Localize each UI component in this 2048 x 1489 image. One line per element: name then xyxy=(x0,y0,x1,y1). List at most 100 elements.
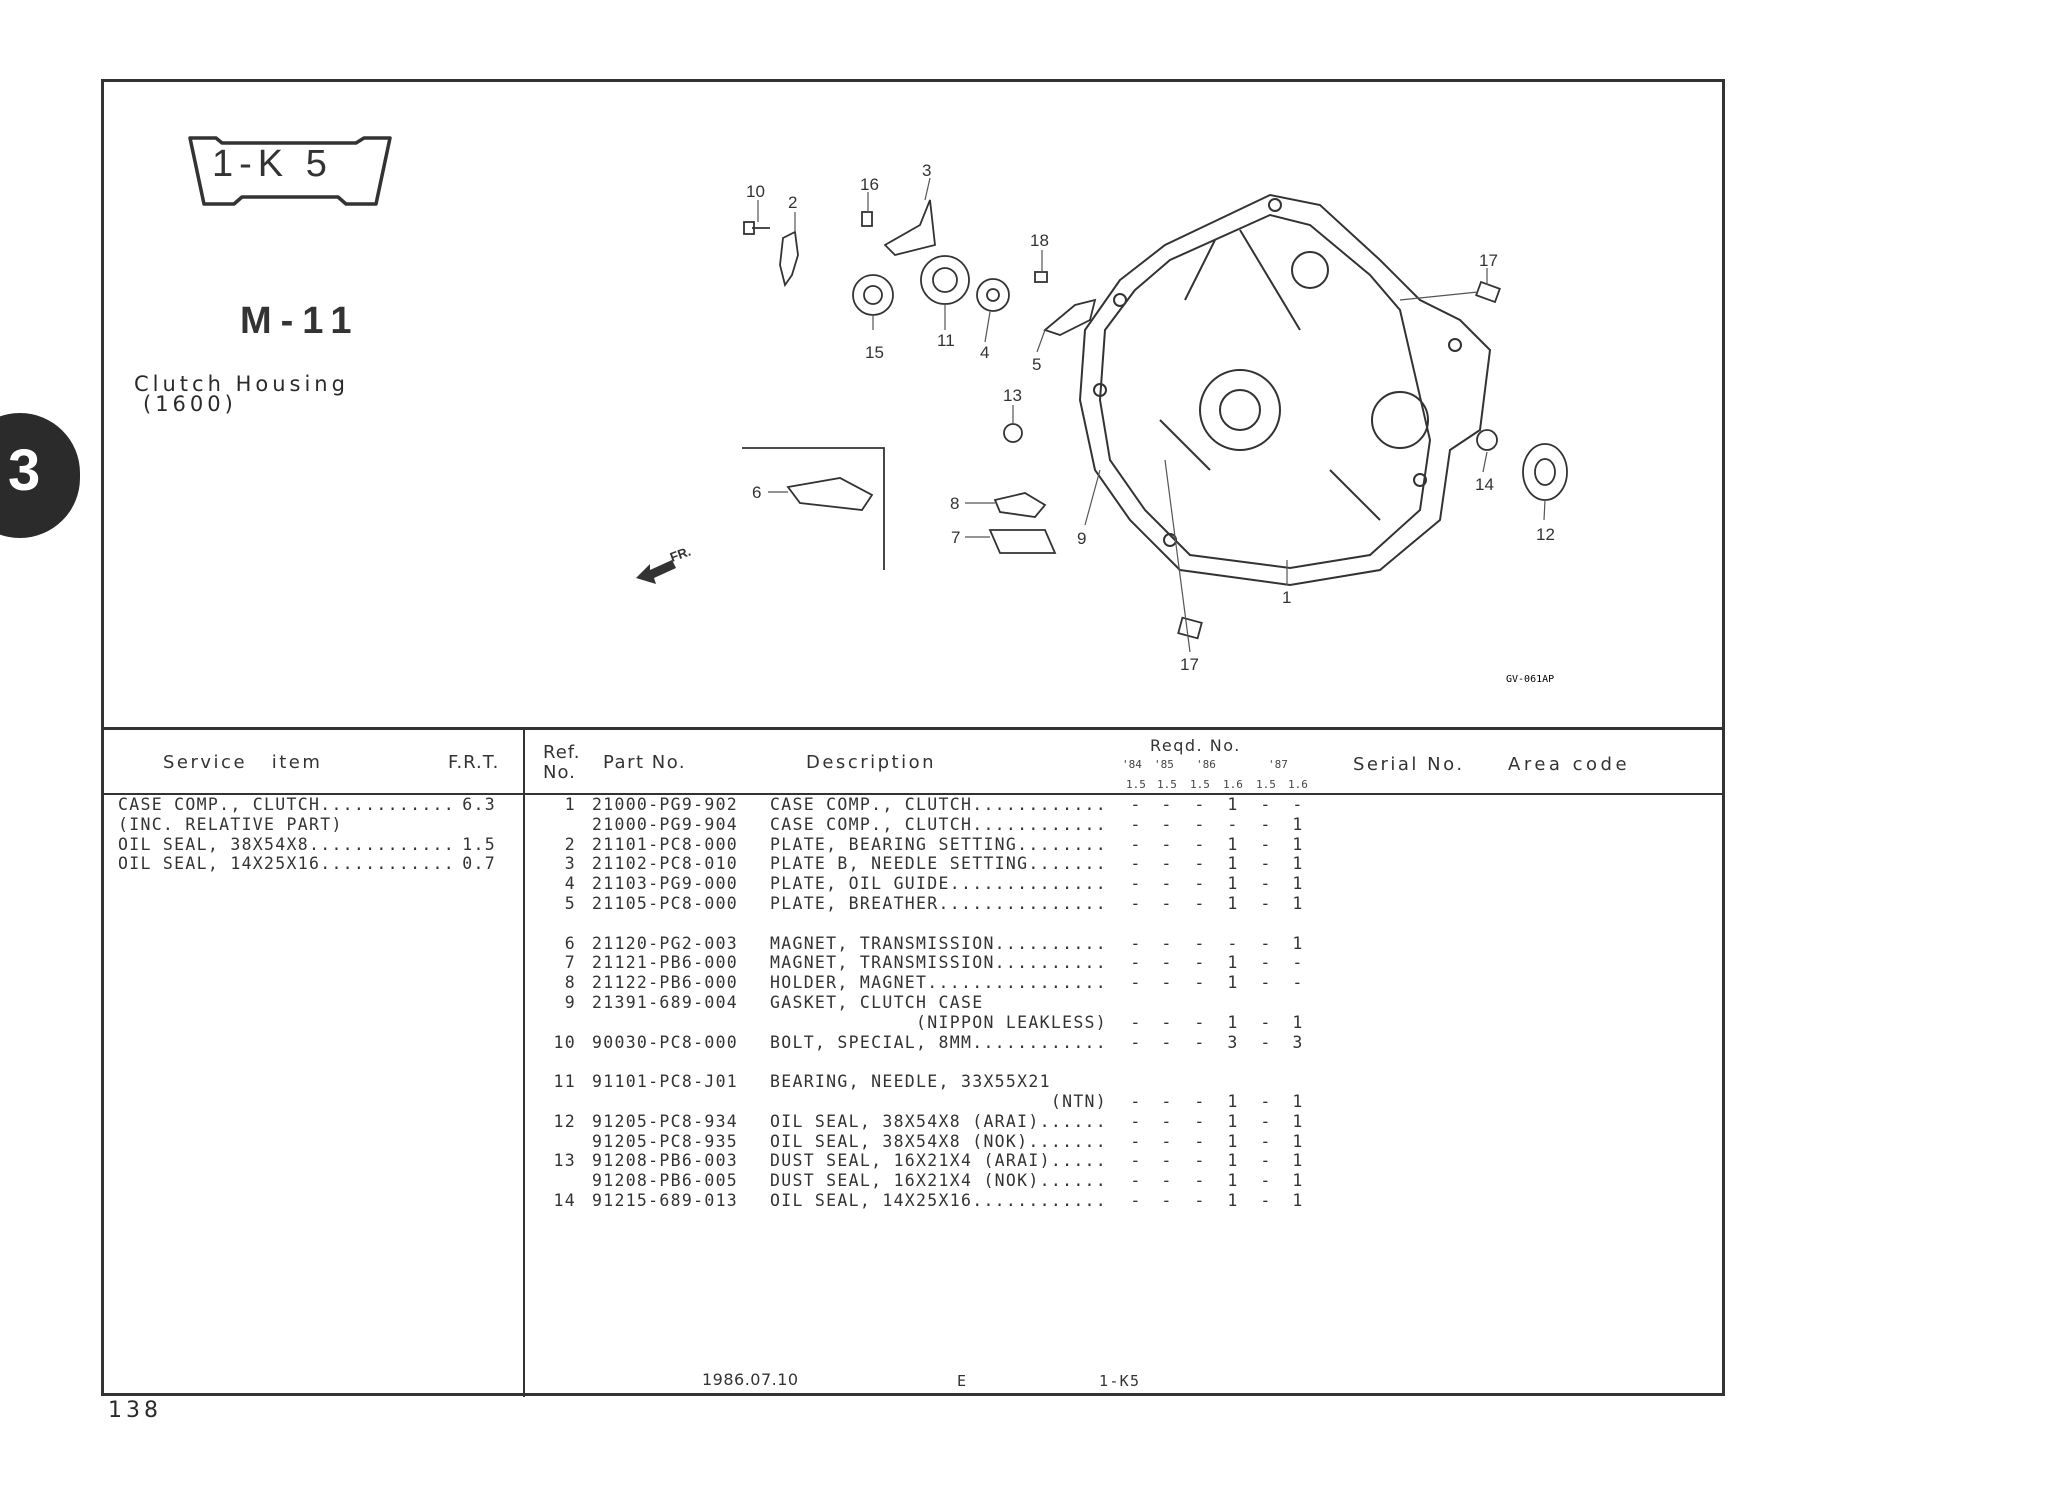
required-qty: 1 xyxy=(1227,953,1239,973)
required-qty: 1 xyxy=(1227,795,1239,814)
ref-no: 3 xyxy=(564,854,576,874)
part-description: PLATE, BEARING SETTING........ xyxy=(770,834,1108,854)
required-qty: - xyxy=(1194,933,1206,953)
part-description: CASE COMP., CLUTCH............ xyxy=(770,814,1108,834)
required-qty: - xyxy=(1194,1092,1206,1111)
required-qty: 1 xyxy=(1227,874,1239,894)
callout-1: 1 xyxy=(1282,588,1291,607)
service-row: (INC. RELATIVE PART) xyxy=(118,815,518,835)
table-row: (NTN)---1-1 xyxy=(0,1092,1720,1112)
required-qty: - xyxy=(1130,1092,1142,1111)
part-description: DUST SEAL, 16X21X4 (ARAI)..... xyxy=(770,1151,1108,1171)
divider xyxy=(101,793,1725,795)
required-qty: 1 xyxy=(1292,814,1304,834)
required-qty: - xyxy=(1194,894,1206,913)
required-qty: 1 xyxy=(1292,1012,1304,1032)
required-qty: - xyxy=(1260,814,1272,834)
ref-no: 9 xyxy=(564,993,576,1012)
required-qty: - xyxy=(1130,1191,1142,1210)
required-qty: - xyxy=(1292,973,1304,993)
part-description: BOLT, SPECIAL, 8MM............ xyxy=(770,1032,1108,1052)
required-qty: - xyxy=(1260,973,1272,993)
part-description: PLATE B, NEEDLE SETTING....... xyxy=(770,854,1108,874)
callout-5: 5 xyxy=(1032,355,1041,374)
callout-14: 14 xyxy=(1475,475,1494,494)
part-number: 21000-PG9-904 xyxy=(592,814,739,834)
frt-value: 0.7 xyxy=(462,854,496,874)
engine-size: 1.5 xyxy=(1157,778,1177,791)
callout-6: 6 xyxy=(752,483,761,502)
part-description: BEARING, NEEDLE, 33X55X21 xyxy=(770,1072,1051,1092)
required-qty: - xyxy=(1260,953,1272,973)
figure-code: M-11 xyxy=(240,300,361,342)
required-qty: - xyxy=(1130,1032,1142,1052)
page-number: 138 xyxy=(108,1398,162,1423)
front-arrow-icon: FR. xyxy=(636,544,693,584)
required-qty: 1 xyxy=(1227,854,1239,874)
callout-4: 4 xyxy=(980,343,989,362)
required-qty: 1 xyxy=(1227,973,1239,993)
front-label: FR. xyxy=(668,544,693,565)
required-qty: - xyxy=(1194,1151,1206,1171)
required-qty: - xyxy=(1260,795,1272,814)
part-description: PLATE, BREATHER............... xyxy=(770,894,1108,913)
required-qty: - xyxy=(1161,834,1173,854)
required-qty: - xyxy=(1130,854,1142,874)
required-qty: - xyxy=(1161,933,1173,953)
required-qty: - xyxy=(1161,894,1173,913)
service-item: OIL SEAL, 38X54X8............. xyxy=(118,834,456,854)
required-qty: 1 xyxy=(1292,1171,1304,1191)
engine-size: 1.6 xyxy=(1223,778,1243,791)
required-qty: - xyxy=(1161,1131,1173,1151)
part-number: 21120-PG2-003 xyxy=(592,933,739,953)
required-qty: - xyxy=(1260,834,1272,854)
required-qty: 1 xyxy=(1292,834,1304,854)
required-qty: 1 xyxy=(1292,894,1304,913)
required-qty: - xyxy=(1161,1032,1173,1052)
required-qty: - xyxy=(1194,953,1206,973)
required-qty: - xyxy=(1130,795,1142,814)
required-qty: - xyxy=(1227,814,1239,834)
part-number: 21000-PG9-902 xyxy=(592,795,739,814)
required-qty: - xyxy=(1260,933,1272,953)
part-number: 91215-689-013 xyxy=(592,1191,739,1210)
required-qty: - xyxy=(1194,1012,1206,1032)
part-number: 91208-PB6-005 xyxy=(592,1171,739,1191)
ref-no: 13 xyxy=(553,1151,576,1171)
required-qty: - xyxy=(1161,1111,1173,1131)
serial-no-header: Serial No. xyxy=(1353,754,1465,775)
required-qty: - xyxy=(1194,854,1206,874)
callout-7: 7 xyxy=(951,528,960,547)
part-number: 21101-PC8-000 xyxy=(592,834,739,854)
required-qty: - xyxy=(1130,874,1142,894)
required-qty: - xyxy=(1194,1111,1206,1131)
model-year: '85 xyxy=(1154,758,1174,771)
required-qty: 1 xyxy=(1292,1131,1304,1151)
part-number: 21391-689-004 xyxy=(592,993,739,1012)
footer-group: 1-K5 xyxy=(1099,1372,1141,1390)
required-qty: - xyxy=(1161,874,1173,894)
required-qty: - xyxy=(1260,1012,1272,1032)
part-description: OIL SEAL, 38X54X8 (NOK)....... xyxy=(770,1131,1108,1151)
required-qty: 1 xyxy=(1292,1092,1304,1111)
ref-no: 14 xyxy=(553,1191,576,1210)
callout-11: 11 xyxy=(937,331,955,350)
exploded-parts-diagram: 10 2 16 3 18 17 15 11 4 5 13 6 8 7 9 14 … xyxy=(636,161,1568,685)
model-year: '86 xyxy=(1196,758,1216,771)
part-description: OIL SEAL, 38X54X8 (ARAI)...... xyxy=(770,1111,1108,1131)
ref-no: 12 xyxy=(553,1111,576,1131)
ref-no: 2 xyxy=(564,834,576,854)
part-description: MAGNET, TRANSMISSION.......... xyxy=(770,933,1108,953)
figure-subtitle: (1600) xyxy=(143,392,237,416)
required-qty: - xyxy=(1161,1191,1173,1210)
required-qty: 3 xyxy=(1227,1032,1239,1052)
part-description: (NIPPON LEAKLESS) xyxy=(770,1012,1108,1032)
required-qty: - xyxy=(1161,795,1173,814)
